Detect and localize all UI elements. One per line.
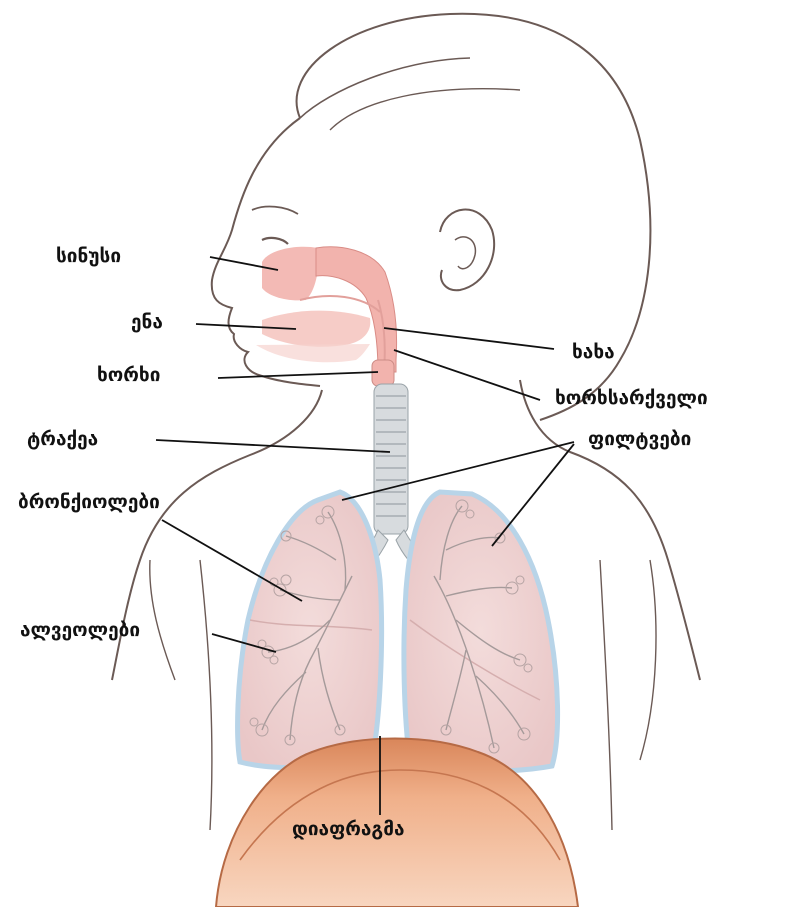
leader-larynx [218, 372, 378, 378]
label-bronchioles: ბრონქიოლები [18, 493, 160, 512]
label-tongue: ენა [131, 313, 163, 332]
label-alveoli: ალვეოლები [20, 621, 140, 640]
ear [440, 210, 494, 291]
leader-esophagus [394, 350, 540, 400]
eye [262, 238, 288, 244]
lung-left-shape [238, 492, 382, 768]
leader-trachea [156, 440, 390, 452]
nasal-sinus-area [262, 247, 319, 301]
leader-pharynx [384, 328, 554, 349]
label-larynx: ხორხი [97, 366, 160, 385]
label-esophagus: ხორხსარქველი [555, 389, 708, 408]
label-sinus: სინუსი [56, 247, 121, 266]
label-trachea: ტრაქეა [27, 430, 98, 449]
eyebrow [252, 207, 298, 214]
label-pharynx: ხახა [572, 343, 615, 362]
label-lungs: ფილტვები [588, 430, 691, 449]
label-diaphragm: დიაფრაგმა [292, 820, 405, 839]
